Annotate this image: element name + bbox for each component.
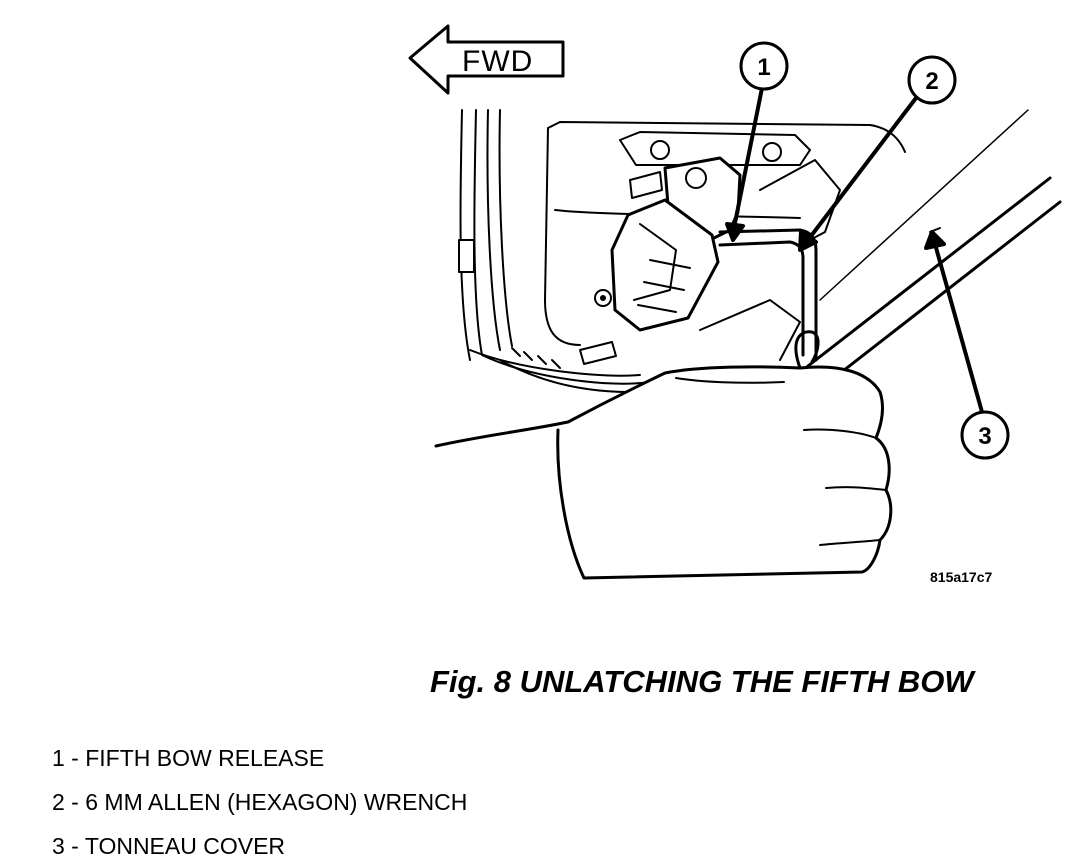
hand	[434, 330, 893, 580]
legend-item-1: 1 - FIFTH BOW RELEASE	[52, 745, 325, 771]
forward-direction-arrow: FWD	[408, 24, 565, 95]
fwd-label: FWD	[462, 45, 533, 78]
fifth-bow-release	[594, 156, 742, 332]
callout-1-number: 1	[757, 54, 770, 81]
legend-item-3: 3 - TONNEAU COVER	[52, 833, 286, 859]
unlatching-fifth-bow-illustration: FWD	[408, 24, 1062, 585]
tonneau-cover	[788, 109, 1062, 387]
callout-1: 1	[739, 41, 789, 91]
wire-harness	[458, 109, 651, 393]
callout-leaders	[725, 86, 984, 414]
figure-id: 815a17c7	[930, 569, 993, 585]
figure-caption: Fig. 8 UNLATCHING THE FIFTH BOW	[430, 664, 974, 699]
callout-2-number: 2	[925, 68, 938, 95]
callout-3: 3	[960, 410, 1010, 460]
legend-item-2: 2 - 6 MM ALLEN (HEXAGON) WRENCH	[52, 789, 468, 815]
latch-bracket	[544, 121, 906, 361]
callout-2: 2	[907, 55, 957, 105]
callout-3-number: 3	[978, 423, 991, 450]
